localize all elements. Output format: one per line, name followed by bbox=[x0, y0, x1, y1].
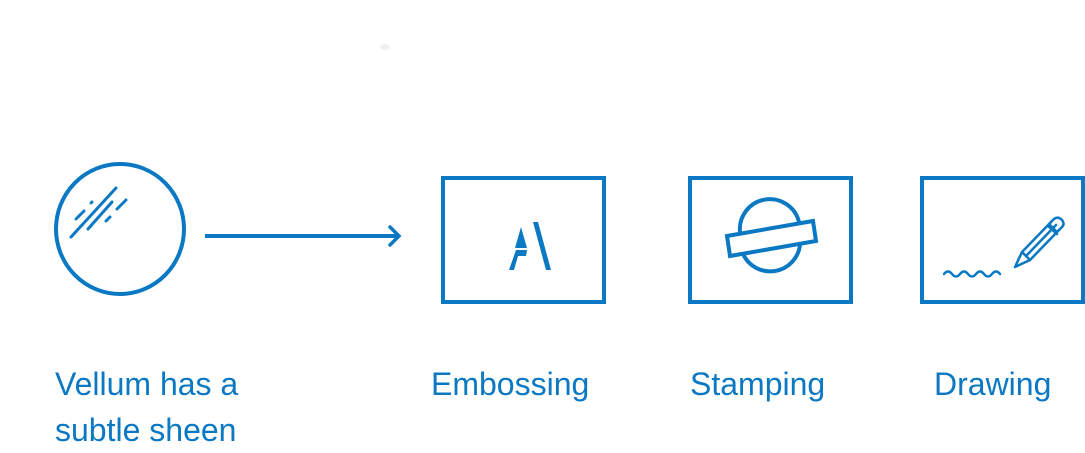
arrow-icon bbox=[205, 225, 402, 247]
decorative-dot bbox=[380, 44, 390, 50]
stamp-icon bbox=[688, 176, 853, 304]
label-line: Vellum has a bbox=[55, 366, 239, 402]
glass-sheen-icon bbox=[54, 162, 186, 296]
label-line: subtle sheen bbox=[55, 412, 237, 448]
label-stamping: Stamping bbox=[690, 366, 826, 402]
pencil-drawing-icon bbox=[920, 176, 1085, 304]
embossed-letter-icon bbox=[441, 176, 606, 304]
label-embossing: Embossing bbox=[431, 366, 590, 402]
label-drawing: Drawing bbox=[934, 366, 1052, 402]
label-vellum: Vellum has a subtle sheen bbox=[55, 361, 238, 453]
